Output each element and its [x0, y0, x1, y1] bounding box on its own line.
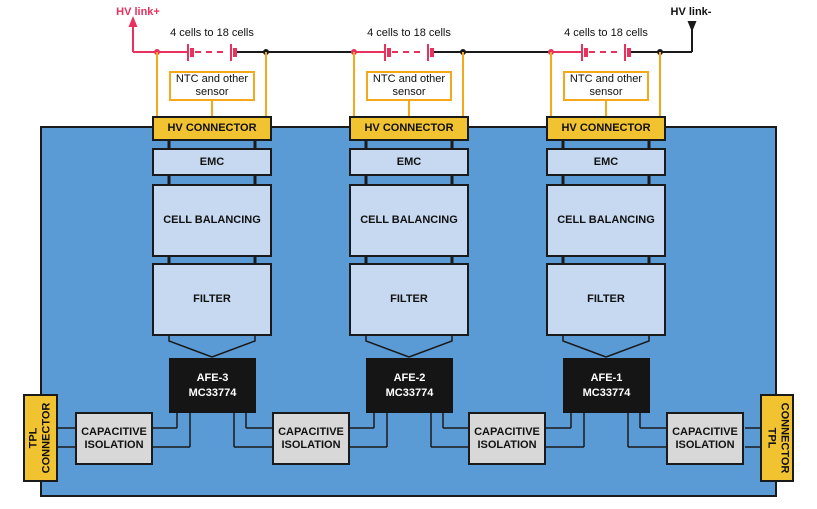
ntc-sensor-label-line2: sensor [392, 86, 426, 98]
afe-chip-box: AFE-1 MC33774 [563, 358, 650, 413]
ntc-sensor-box: NTC and other sensor [366, 71, 452, 101]
ntc-sensor-label-line1: NTC and other [569, 73, 643, 85]
capacitive-isolation-label-line2: ISOLATION [675, 438, 735, 451]
hv-link-minus-arrow-icon [687, 21, 697, 32]
tpl-label-line1: TPL [27, 427, 40, 449]
cells-count-label: 4 cells to 18 cells [367, 27, 451, 39]
hv-connector-box: HV CONNECTOR [546, 116, 666, 141]
tpl-label-line2: CONNECTOR [40, 402, 53, 474]
afe-part-number-label: MC33774 [188, 386, 237, 399]
filter-box: FILTER [349, 263, 469, 336]
capacitive-isolation-label-line1: CAPACITIVE [81, 425, 147, 438]
tpl-connector-right: TPL CONNECTOR [760, 394, 794, 482]
filter-box: FILTER [546, 263, 666, 336]
capacitive-isolation-box: CAPACITIVE ISOLATION [272, 412, 350, 465]
capacitive-isolation-box: CAPACITIVE ISOLATION [666, 412, 744, 465]
tpl-connector-label: TPL CONNECTOR [28, 403, 54, 474]
afe-name-label: AFE-1 [590, 371, 623, 384]
battery-short-plate-icon [190, 48, 631, 57]
afe-chip-box: AFE-3 MC33774 [169, 358, 256, 413]
ntc-sensor-box: NTC and other sensor [169, 71, 255, 101]
hv-connector-box: HV CONNECTOR [152, 116, 272, 141]
hv-link-minus-label: HV link- [670, 6, 712, 18]
capacitive-isolation-box: CAPACITIVE ISOLATION [468, 412, 546, 465]
tpl-label-line2: CONNECTOR [778, 402, 791, 474]
capacitive-isolation-label-line1: CAPACITIVE [672, 425, 738, 438]
cell-balancing-box: CELL BALANCING [546, 184, 666, 257]
emc-box: EMC [349, 148, 469, 176]
ntc-sensor-label-line1: NTC and other [175, 73, 249, 85]
ntc-sensor-label-line1: NTC and other [372, 73, 446, 85]
ntc-sensor-box: NTC and other sensor [563, 71, 649, 101]
tpl-connector-label: TPL CONNECTOR [764, 403, 790, 474]
afe-chip-box: AFE-2 MC33774 [366, 358, 453, 413]
tpl-connector-left: TPL CONNECTOR [23, 394, 58, 482]
afe-name-label: AFE-2 [393, 371, 426, 384]
capacitive-isolation-label-line1: CAPACITIVE [278, 425, 344, 438]
cell-balancing-box: CELL BALANCING [349, 184, 469, 257]
ntc-sensor-label-line2: sensor [195, 86, 229, 98]
emc-box: EMC [546, 148, 666, 176]
afe-part-number-label: MC33774 [582, 386, 631, 399]
afe-name-label: AFE-3 [196, 371, 229, 384]
tpl-label-line1: TPL [765, 427, 778, 449]
emc-box: EMC [152, 148, 272, 176]
cell-balancing-box: CELL BALANCING [152, 184, 272, 257]
capacitive-isolation-label-line1: CAPACITIVE [474, 425, 540, 438]
hv-link-plus-label: HV link+ [116, 6, 160, 18]
hv-connector-box: HV CONNECTOR [349, 116, 469, 141]
black-junction-dots [263, 49, 663, 55]
cells-count-label: 4 cells to 18 cells [564, 27, 648, 39]
ntc-sensor-label-line2: sensor [589, 86, 623, 98]
cells-count-label: 4 cells to 18 cells [170, 27, 254, 39]
capacitive-isolation-label-line2: ISOLATION [477, 438, 537, 451]
afe-part-number-label: MC33774 [385, 386, 434, 399]
capacitive-isolation-label-line2: ISOLATION [281, 438, 341, 451]
capacitive-isolation-box: CAPACITIVE ISOLATION [75, 412, 153, 465]
red-junction-dots [154, 49, 554, 55]
battery-long-plate-icon [187, 44, 626, 61]
capacitive-isolation-label-line2: ISOLATION [84, 438, 144, 451]
filter-box: FILTER [152, 263, 272, 336]
